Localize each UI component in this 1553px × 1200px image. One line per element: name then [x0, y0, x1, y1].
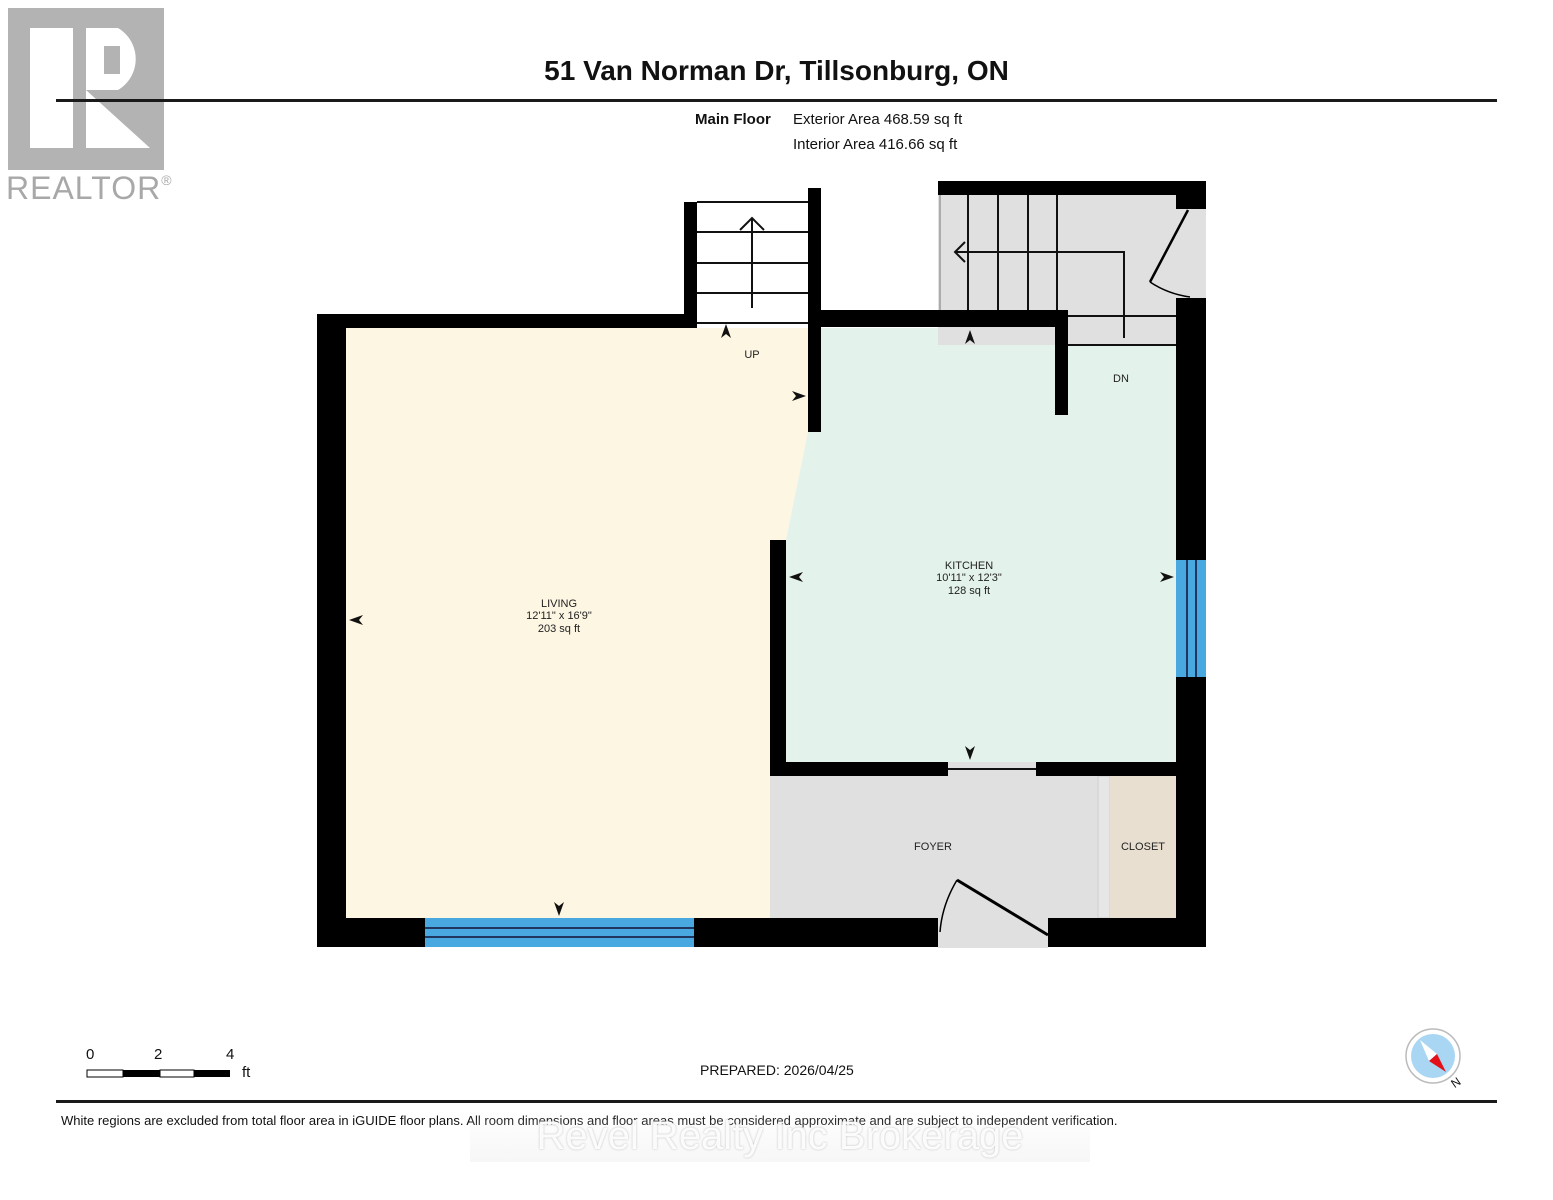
realtor-wordmark: REALTOR® — [6, 170, 173, 207]
kitchen-area — [786, 328, 1176, 762]
foyer-area — [770, 776, 1100, 918]
floor-plan: LIVING 12'11" x 16'9" 203 sq ft KITCHEN … — [317, 181, 1206, 948]
scale-tick-4: 4 — [226, 1046, 235, 1063]
foyer-closet-gap — [1097, 775, 1111, 919]
side-door — [1148, 209, 1191, 298]
entry-threshold — [938, 918, 1048, 948]
kitchen-area: 128 sq ft — [948, 585, 990, 597]
window-kitchen — [1176, 560, 1206, 677]
registered-mark: ® — [161, 172, 173, 188]
floor-label: Main Floor — [695, 111, 771, 128]
kitchen-label: KITCHEN — [945, 560, 993, 572]
walls — [317, 181, 1206, 947]
foyer-label: FOYER — [914, 841, 952, 853]
closet-area — [1110, 776, 1176, 918]
living-dims: 12'11" x 16'9" — [526, 610, 592, 622]
stairs-up-label: UP — [744, 349, 759, 361]
living-area: 203 sq ft — [538, 623, 580, 635]
front-door — [939, 878, 1049, 937]
interior-area: Interior Area 416.66 sq ft — [793, 136, 958, 153]
compass: N — [1404, 1028, 1466, 1099]
kitchen-dims: 10'11" x 12'3" — [936, 572, 1002, 584]
scale-tick-0: 0 — [86, 1046, 95, 1063]
down-stairs — [953, 194, 1176, 346]
side-door-threshold — [1176, 208, 1206, 298]
title-divider — [56, 99, 1497, 102]
stairs-down-label: DN — [1113, 373, 1129, 385]
scale-tick-2: 2 — [154, 1046, 163, 1063]
prepared-date: PREPARED: 2026/04/25 — [700, 1062, 854, 1078]
compass-north-icon: N — [1405, 1028, 1463, 1091]
realtor-logo — [8, 8, 164, 170]
compass-north-label: N — [1448, 1074, 1463, 1090]
exterior-area: Exterior Area 468.59 sq ft — [793, 111, 963, 128]
dimension-markers — [349, 324, 1174, 916]
scale-bar-graphic — [86, 1069, 230, 1078]
scale-unit: ft — [242, 1064, 251, 1081]
living-room-area — [346, 328, 808, 918]
realtor-text: REALTOR — [6, 170, 162, 206]
brokerage-watermark: Revel Realty Inc Brokerage — [470, 1110, 1090, 1162]
realtor-r-logo-icon — [8, 8, 164, 170]
closet-label: CLOSET — [1121, 841, 1165, 853]
footer-divider — [56, 1100, 1497, 1103]
scale-bar: 0 2 4 ft — [86, 1046, 256, 1081]
page-title: 51 Van Norman Dr, Tillsonburg, ON — [544, 55, 1009, 86]
living-label: LIVING — [541, 598, 577, 610]
up-stairs — [697, 201, 808, 324]
window-living — [425, 918, 694, 947]
